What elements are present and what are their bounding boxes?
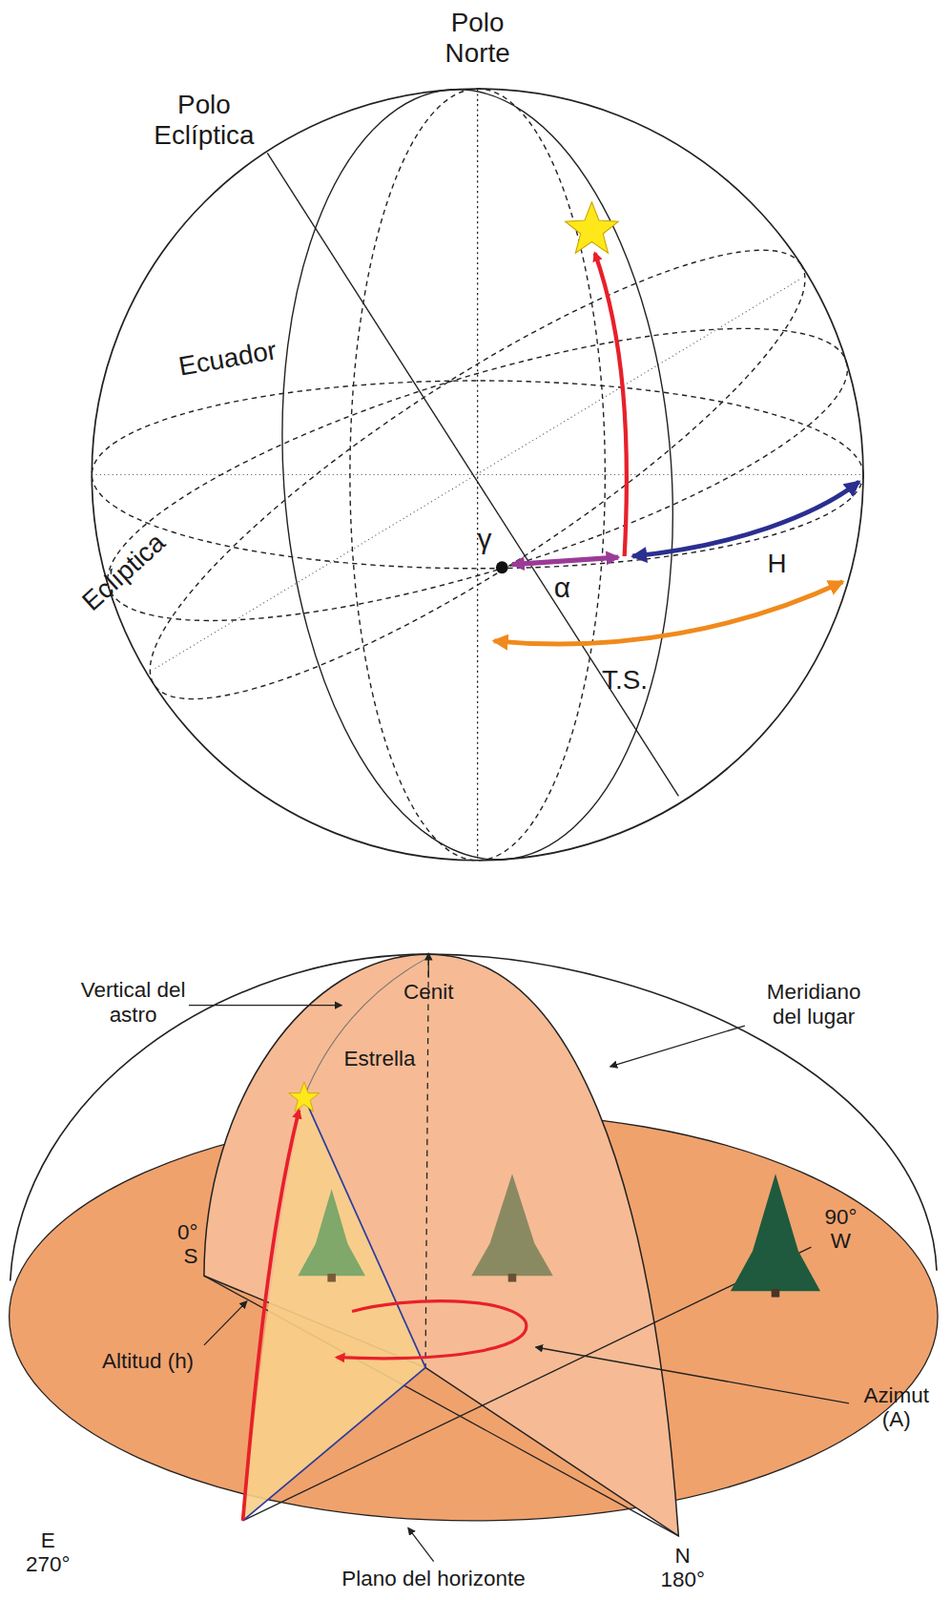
symbol-label: H	[766, 548, 798, 579]
symbol-label: T.S.	[601, 664, 663, 696]
direction-label: E 270°	[18, 1527, 78, 1577]
direction-label: 0° S	[165, 1219, 198, 1269]
symbol-label: α	[554, 571, 579, 604]
point-label: Cenit	[397, 979, 459, 1005]
direction-label: 90° W	[816, 1203, 866, 1254]
callout-label: Vertical del astro	[79, 977, 187, 1028]
tree	[297, 1173, 821, 1297]
direction-label: N 180°	[653, 1542, 713, 1592]
star-label: Estrella	[343, 1045, 426, 1071]
callout-label: Altitud (h)	[102, 1348, 215, 1374]
plane-label: Plano del horizonte	[341, 1566, 566, 1592]
callout-label: Meridiano del lugar	[749, 979, 878, 1030]
pole-label: Polo Eclíptica	[143, 89, 266, 151]
circle-label: Ecuador	[176, 328, 323, 383]
callout-label: Azimut (A)	[852, 1382, 940, 1432]
symbol-label: γ	[477, 523, 503, 557]
pole-label: Polo Norte	[436, 8, 519, 70]
